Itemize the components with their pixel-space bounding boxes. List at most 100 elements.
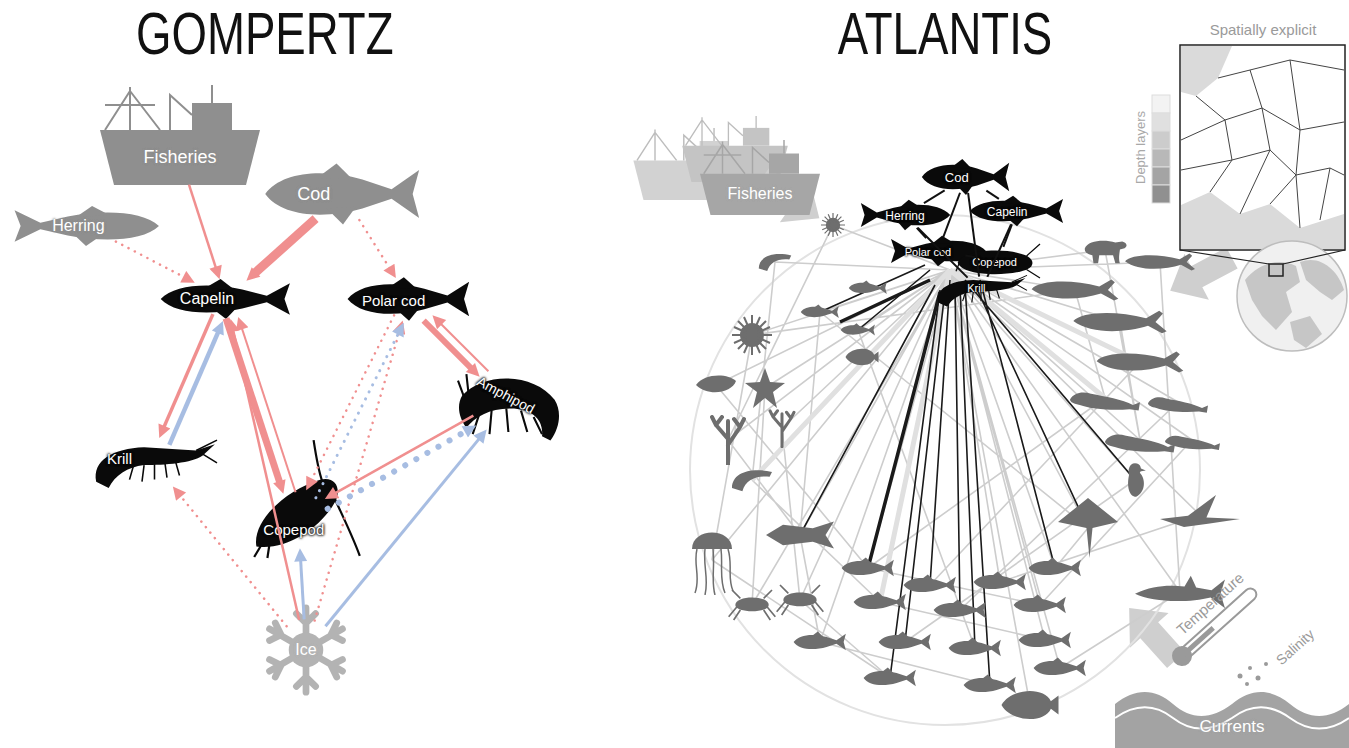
mussel-silhouette [696, 375, 736, 392]
depth-layer [1152, 113, 1170, 131]
fish-silhouette [879, 632, 931, 651]
crab-silhouette [777, 585, 824, 615]
fish-fin [327, 207, 356, 225]
node-label: Ice [295, 642, 316, 658]
land-area [1181, 192, 1344, 249]
node-label: Currents [1199, 718, 1264, 735]
fish-silhouette [934, 600, 986, 619]
coral-silhouette [712, 417, 744, 465]
krill-legs [963, 275, 1027, 302]
interaction-arrow [328, 431, 467, 509]
trophic-link [986, 191, 999, 199]
boat-cabin [192, 103, 232, 130]
fish-node: Cod [262, 162, 424, 226]
seal-silhouette [1165, 436, 1220, 450]
interaction-arrow [440, 323, 489, 372]
interaction-arrow [315, 330, 400, 620]
boat-hull [100, 130, 260, 185]
fish-node: Herring [858, 199, 952, 231]
ray-silhouette [1058, 498, 1118, 558]
fish-fin [74, 234, 101, 246]
node-label: Capelin [987, 206, 1028, 218]
node-label: Krill [107, 450, 132, 465]
trophic-link [965, 256, 975, 258]
node-label: Krill [967, 283, 985, 294]
interaction-arrow [334, 416, 473, 494]
trophic-link [918, 228, 968, 278]
krill-node: Krill [935, 274, 1027, 308]
fish-fin [1001, 196, 1023, 204]
salinity-dot [1238, 674, 1243, 679]
fish-node: Herring [10, 205, 162, 247]
focal-links [800, 265, 1135, 685]
continent [1245, 262, 1300, 330]
trophic-link [987, 224, 1011, 277]
fish-silhouette [864, 668, 916, 687]
seal-silhouette [1070, 392, 1140, 410]
fish-fin [317, 164, 353, 180]
interaction-arrow [189, 185, 216, 270]
shrimp-silhouette [732, 470, 772, 491]
dolphin-silhouette [1125, 254, 1195, 271]
salinity-dot [1248, 666, 1252, 670]
depth-layer [1152, 95, 1170, 113]
fish-silhouette [1034, 658, 1086, 677]
copepod-silhouette [958, 251, 1033, 275]
boat-hull [700, 174, 820, 215]
trophic-link [917, 228, 926, 238]
polar-bear-silhouette [1085, 241, 1127, 264]
flatfish-silhouette [1002, 691, 1059, 719]
whale-silhouette [1073, 311, 1166, 333]
continent [1290, 316, 1322, 348]
interaction-arrow [311, 315, 394, 481]
trophic-link [1003, 224, 1012, 247]
interaction-arrow [163, 314, 213, 428]
snowflake-core [289, 633, 324, 668]
sponge-silhouette [770, 411, 794, 447]
copepod-antennae [956, 244, 1040, 278]
fish-fin [396, 308, 419, 321]
squid-silhouette [766, 521, 834, 548]
annotation-label: Salinity [1257, 612, 1333, 683]
fish-silhouette [842, 558, 894, 577]
node-label: Capelin [180, 291, 234, 307]
interaction-arrow [226, 318, 280, 483]
fish-fin [897, 221, 914, 230]
web-links [712, 225, 1200, 705]
fish-silhouette [964, 675, 1016, 694]
fish-fin [951, 159, 971, 169]
interaction-arrow [424, 321, 473, 370]
interaction-arrow [241, 327, 295, 492]
boat-rigging [704, 140, 784, 174]
fish-silhouette [1019, 630, 1071, 649]
starfish-silhouette [745, 368, 785, 408]
bird-silhouette [1160, 495, 1240, 527]
fish-silhouette [801, 304, 839, 318]
whale-silhouette [1097, 352, 1184, 373]
fish-node: Polar cod [345, 276, 473, 322]
fish-fin [389, 277, 417, 289]
depth-layer [1152, 185, 1170, 203]
plankton-silhouette [821, 213, 845, 237]
node-label: Polar cod [362, 292, 425, 307]
trophic-link [943, 193, 960, 238]
fish-silhouette [949, 638, 1001, 657]
interaction-arrow [316, 332, 399, 498]
salinity-dot [1264, 662, 1268, 666]
annotation-label: Spatially explicit [1183, 22, 1343, 37]
salinity-dot [1245, 682, 1249, 686]
salinity-dot [1256, 676, 1261, 681]
depth-layer [1152, 131, 1170, 149]
copepod2-node: Copepod [956, 244, 1040, 278]
focal-links [840, 280, 940, 568]
model-polygons [1181, 60, 1344, 228]
amphipod-legs [458, 374, 542, 434]
seal-silhouette [1105, 434, 1175, 452]
boat-outline [100, 85, 260, 185]
node-label: Cod [945, 171, 969, 184]
ice-node: Ice [258, 602, 354, 698]
fish-silhouette [846, 349, 879, 365]
